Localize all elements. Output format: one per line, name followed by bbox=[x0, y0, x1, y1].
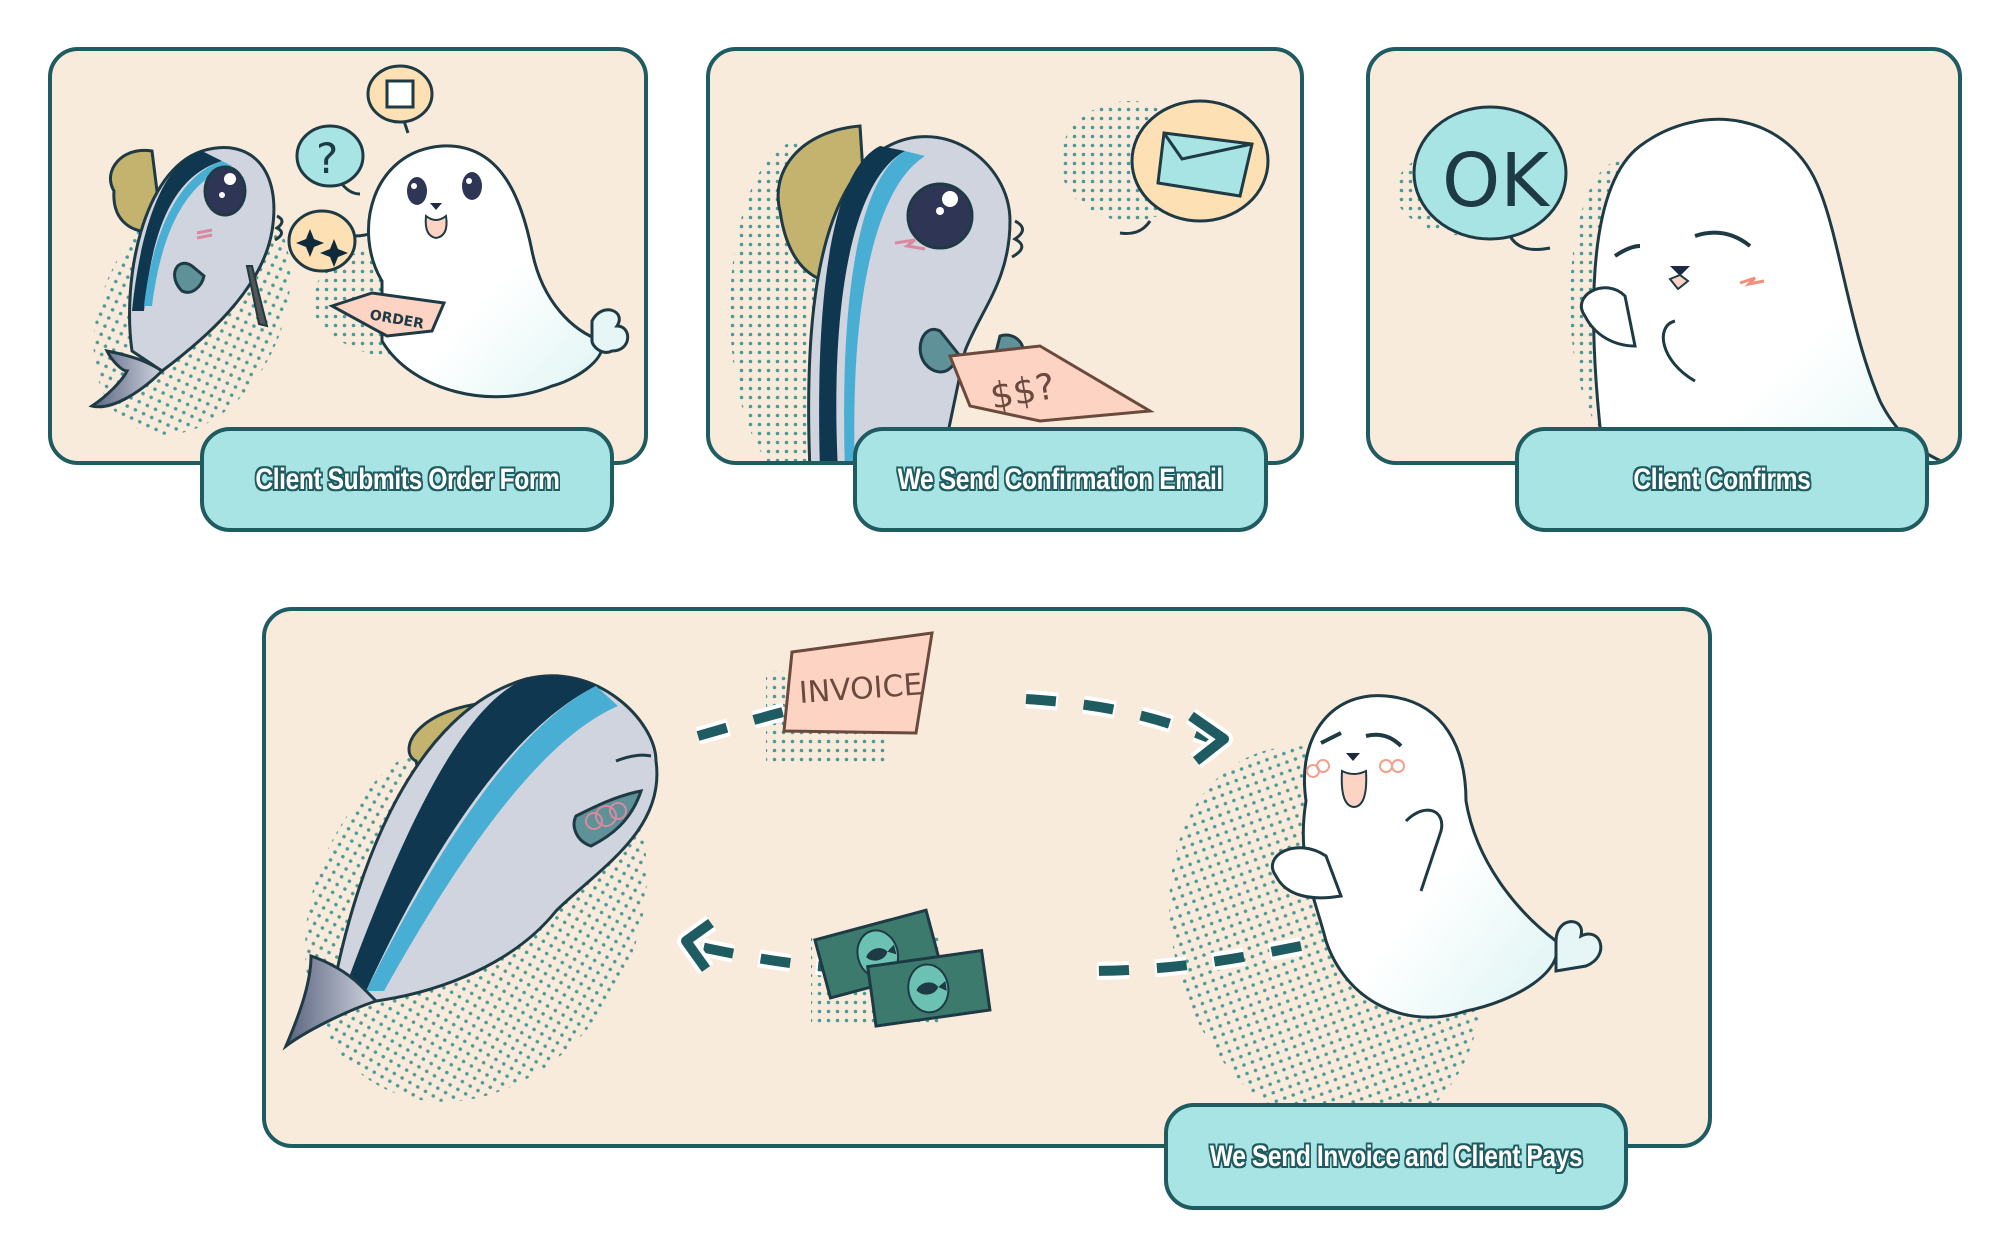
step-2-panel: $$? bbox=[706, 47, 1304, 465]
money-bills-icon bbox=[813, 908, 992, 1028]
step-2-label: We Send Confirmation Email bbox=[853, 427, 1268, 532]
step-4-label: We Send Invoice and Client Pays bbox=[1164, 1103, 1628, 1210]
step-1-illustration: ? ORDER bbox=[88, 64, 630, 435]
fish-character-icon bbox=[282, 674, 659, 1051]
svg-text:?: ? bbox=[316, 134, 338, 183]
step-4-illustration: INVOICE bbox=[282, 631, 1603, 1136]
step-2-label-text: We Send Confirmation Email bbox=[897, 462, 1224, 496]
sparkle-thought-bubble-icon bbox=[287, 209, 376, 273]
step-3-label: Client Confirms bbox=[1515, 427, 1929, 532]
envelope-thought-bubble-icon bbox=[1119, 99, 1270, 235]
seal-character-icon bbox=[1579, 117, 1945, 461]
step-4-label-text: We Send Invoice and Client Pays bbox=[1209, 1139, 1583, 1173]
question-thought-bubble-icon: ? bbox=[295, 124, 365, 196]
step-3-illustration: OK bbox=[1395, 105, 1945, 461]
fish-character-icon bbox=[88, 146, 284, 409]
step-3-label-text: Client Confirms bbox=[1633, 462, 1811, 496]
step-1-label: Client Submits Order Form bbox=[200, 427, 614, 532]
square-thought-bubble-icon bbox=[366, 64, 434, 134]
price-paper-icon: $$? bbox=[947, 344, 1155, 423]
step-4-panel: INVOICE bbox=[262, 607, 1712, 1148]
ok-speech-bubble-icon: OK bbox=[1412, 105, 1568, 251]
step-2-illustration: $$? bbox=[730, 99, 1270, 461]
svg-text:OK: OK bbox=[1442, 138, 1551, 224]
step-1-label-text: Client Submits Order Form bbox=[254, 462, 560, 496]
svg-text:INVOICE: INVOICE bbox=[798, 667, 924, 711]
order-form-paper-icon: ORDER bbox=[328, 291, 447, 338]
seal-character-icon bbox=[1270, 694, 1603, 1019]
fish-character-icon bbox=[776, 124, 1025, 461]
step-3-panel: OK bbox=[1366, 47, 1962, 465]
invoice-paper-icon: INVOICE bbox=[782, 631, 934, 735]
step-1-panel: ? ORDER bbox=[48, 47, 648, 465]
seal-character-icon bbox=[367, 144, 630, 399]
